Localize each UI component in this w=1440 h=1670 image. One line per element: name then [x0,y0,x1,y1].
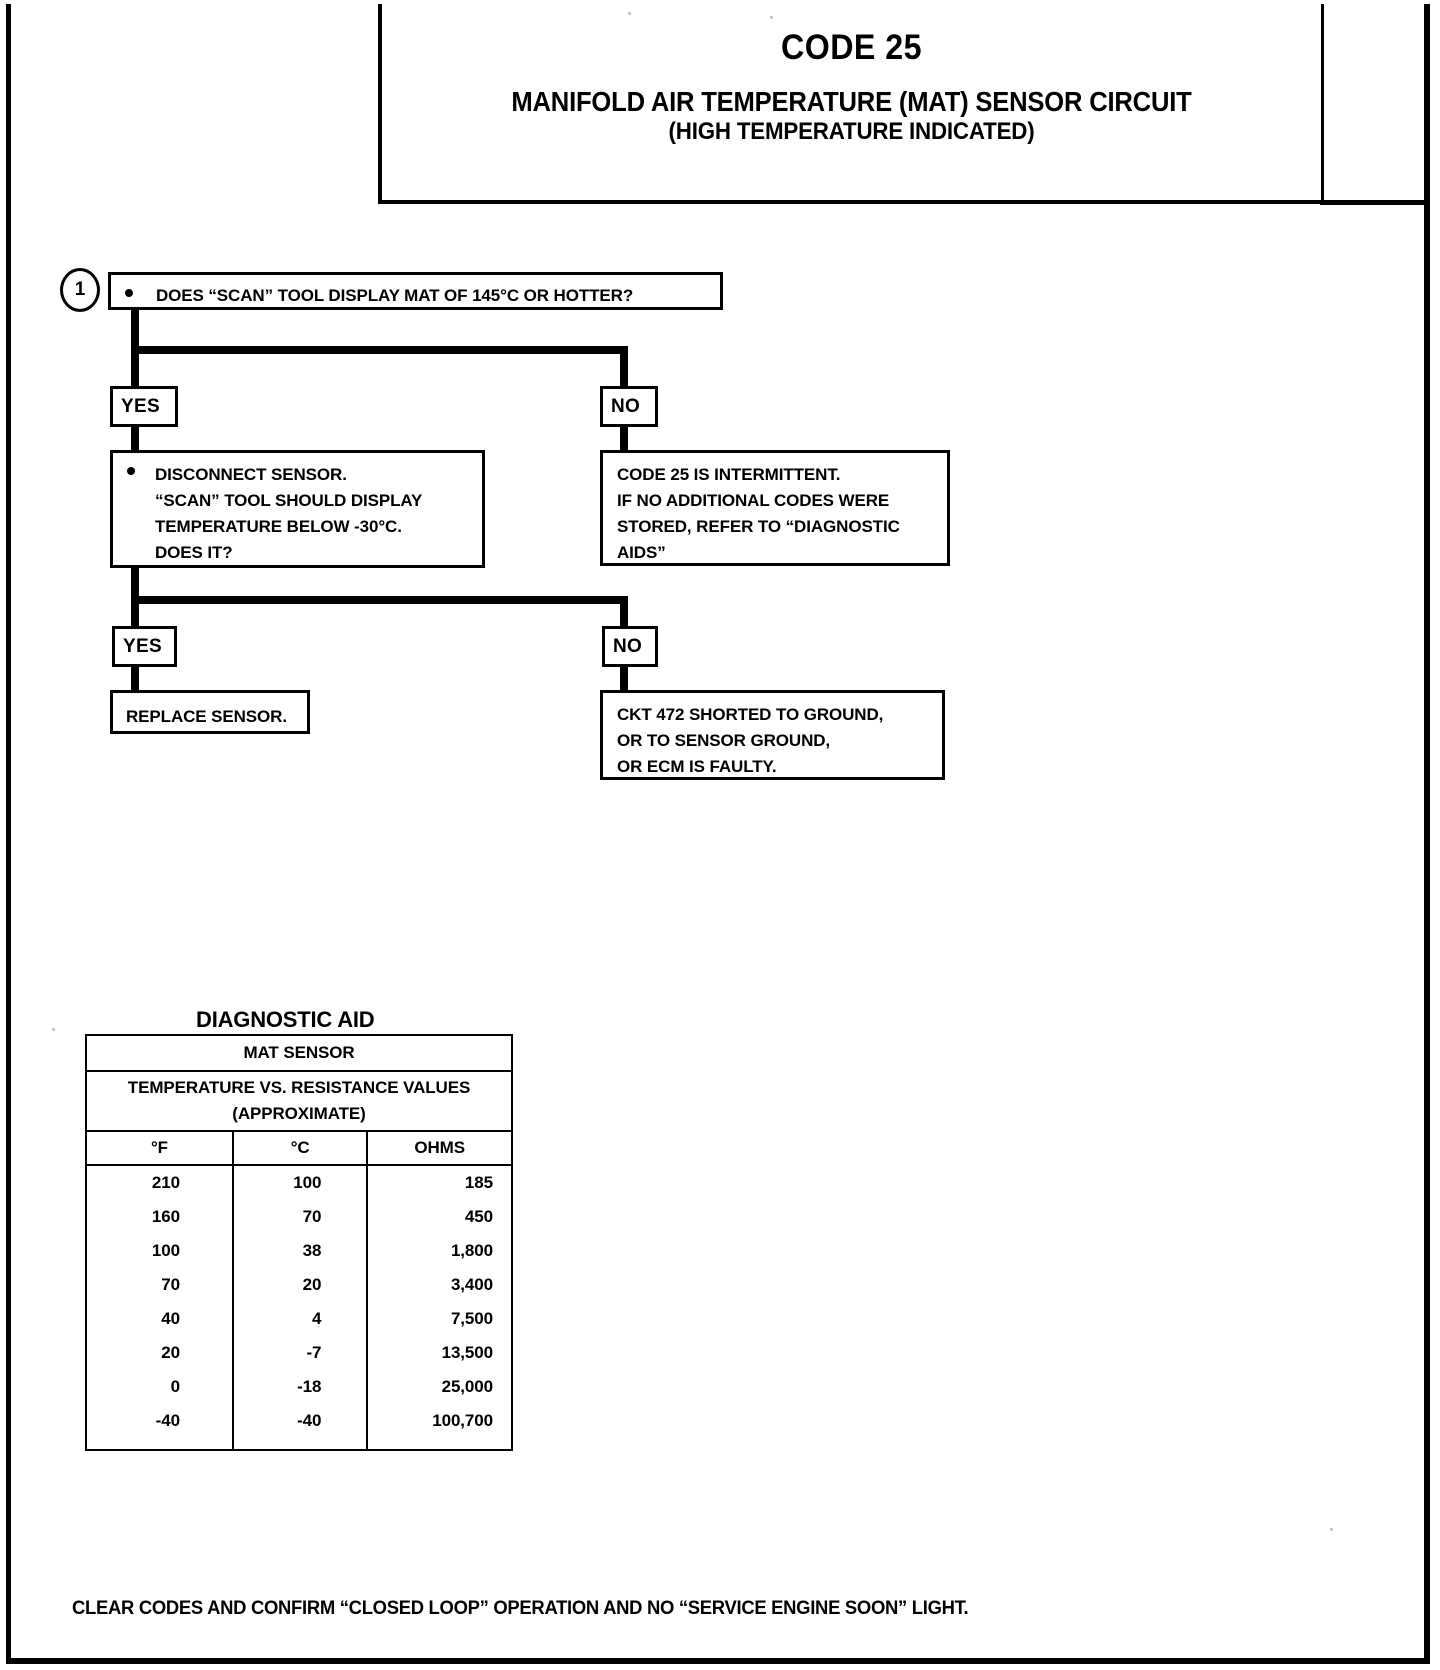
cell-ohms: 185 [366,1165,513,1200]
cell-celsius: -7 [231,1336,369,1370]
step-number-label: 1 [74,279,86,300]
cell-ohms: 450 [366,1200,513,1234]
branch2-yes-label: YES [123,635,162,657]
cell-celsius: 100 [231,1165,369,1200]
table-row: 160 70 450 [85,1200,513,1234]
cell-fahrenheit: 160 [85,1200,234,1234]
values-header-cell: TEMPERATURE VS. RESISTANCE VALUES (APPRO… [85,1070,513,1132]
cell-ohms: 7,500 [366,1302,513,1336]
sensor-header-cell: MAT SENSOR [85,1034,513,1072]
table-row: 0 -18 25,000 [85,1370,513,1404]
cell-fahrenheit: 100 [85,1234,234,1268]
circuit-title: MANIFOLD AIR TEMPERATURE (MAT) SENSOR CI… [511,86,1192,117]
branch1-no-box: NO [600,386,658,427]
cell-fahrenheit: -40 [85,1404,234,1451]
step2-instruction-box: DISCONNECT SENSOR. “SCAN” TOOL SHOULD DI… [110,450,485,568]
connector-branch2-horizontal [131,596,628,604]
bullet-icon [125,289,133,297]
intermittent-line4: AIDS” [617,543,666,562]
branch2-no-box: NO [602,626,658,667]
column-header-fahrenheit: °F [85,1130,234,1166]
intermittent-result-box: CODE 25 IS INTERMITTENT. IF NO ADDITIONA… [600,450,950,566]
branch1-yes-box: YES [110,386,178,427]
cell-celsius: -18 [231,1370,369,1404]
cell-fahrenheit: 0 [85,1370,234,1404]
diagnostic-aid-title: DIAGNOSTIC AID [196,1007,375,1032]
cell-ohms: 100,700 [366,1404,513,1451]
step2-line4: DOES IT? [155,543,233,562]
intermittent-line3: STORED, REFER TO “DIAGNOSTIC [617,517,900,536]
table-row: 70 20 3,400 [85,1268,513,1302]
step2-line3: TEMPERATURE BELOW -30°C. [155,517,402,536]
top-rule-right [1320,200,1430,205]
scan-speck [628,12,631,15]
connector-branch2-yes-drop [131,596,139,628]
ckt472-fault-box: CKT 472 SHORTED TO GROUND, OR TO SENSOR … [600,690,945,780]
connector-branch1-no-drop [620,346,628,388]
intermittent-line2: IF NO ADDITIONAL CODES WERE [617,491,890,510]
branch1-no-label: NO [611,395,641,417]
cell-celsius: 20 [231,1268,369,1302]
table-row: -40 -40 100,700 [85,1404,513,1451]
table-row: 210 100 185 [85,1165,513,1200]
connector-step1-down [131,310,139,354]
scan-speck [1330,1528,1333,1531]
cell-ohms: 13,500 [366,1336,513,1370]
bullet-icon [127,467,135,475]
cell-fahrenheit: 40 [85,1302,234,1336]
page-title: CODE 25 [780,28,923,67]
connector-yes2-to-replace [131,667,139,691]
cell-celsius: 38 [231,1234,369,1268]
cell-ohms: 1,800 [366,1234,513,1268]
mat-sensor-resistance-table: MAT SENSOR TEMPERATURE VS. RESISTANCE VA… [85,1034,513,1451]
branch2-no-label: NO [613,635,643,657]
replace-sensor-box: REPLACE SENSOR. [110,690,310,734]
cell-celsius: 70 [231,1200,369,1234]
footer-note: CLEAR CODES AND CONFIRM “CLOSED LOOP” OP… [72,1598,969,1619]
ckt472-line3: OR ECM IS FAULTY. [617,757,777,776]
values-header-line2: (APPROXIMATE) [232,1104,366,1123]
table-row-values-header: TEMPERATURE VS. RESISTANCE VALUES (APPRO… [85,1070,513,1132]
connector-branch2-no-drop [620,596,628,628]
table-row-column-headers: °F °C OHMS [85,1130,513,1166]
branch2-yes-box: YES [112,626,177,667]
connector-yes1-to-step2 [131,427,139,453]
scan-speck [770,16,773,19]
step2-line2: “SCAN” TOOL SHOULD DISPLAY [155,491,423,510]
title-block: CODE 25 MANIFOLD AIR TEMPERATURE (MAT) S… [378,4,1324,204]
values-header-line1: TEMPERATURE VS. RESISTANCE VALUES [127,1078,471,1097]
circuit-subtitle: (HIGH TEMPERATURE INDICATED) [668,118,1035,146]
cell-ohms: 3,400 [366,1268,513,1302]
cell-fahrenheit: 210 [85,1165,234,1200]
connector-step2-down [131,568,139,604]
cell-celsius: 4 [231,1302,369,1336]
ckt472-line2: OR TO SENSOR GROUND, [617,731,831,750]
cell-fahrenheit: 20 [85,1336,234,1370]
table-row: 100 38 1,800 [85,1234,513,1268]
cell-ohms: 25,000 [366,1370,513,1404]
step-number-1: 1 [60,268,100,312]
scan-speck [52,1028,55,1031]
table-row: 20 -7 13,500 [85,1336,513,1370]
column-header-ohms: OHMS [366,1130,513,1166]
table-row-sensor-header: MAT SENSOR [85,1034,513,1072]
step1-question-text: DOES “SCAN” TOOL DISPLAY MAT OF 145°C OR… [156,286,634,305]
connector-no2-to-ckt [620,667,628,691]
step2-line1: DISCONNECT SENSOR. [155,465,347,484]
connector-branch1-horizontal [131,346,628,354]
connector-no1-to-intermittent [620,427,628,453]
cell-celsius: -40 [231,1404,369,1451]
replace-sensor-text: REPLACE SENSOR. [126,707,287,726]
table-row: 40 4 7,500 [85,1302,513,1336]
page-border [6,4,1430,1664]
intermittent-line1: CODE 25 IS INTERMITTENT. [617,465,841,484]
ckt472-line1: CKT 472 SHORTED TO GROUND, [617,705,884,724]
connector-branch1-yes-drop [131,346,139,388]
branch1-yes-label: YES [121,395,160,417]
step1-question-box: DOES “SCAN” TOOL DISPLAY MAT OF 145°C OR… [108,272,723,310]
column-header-celsius: °C [231,1130,369,1166]
cell-fahrenheit: 70 [85,1268,234,1302]
